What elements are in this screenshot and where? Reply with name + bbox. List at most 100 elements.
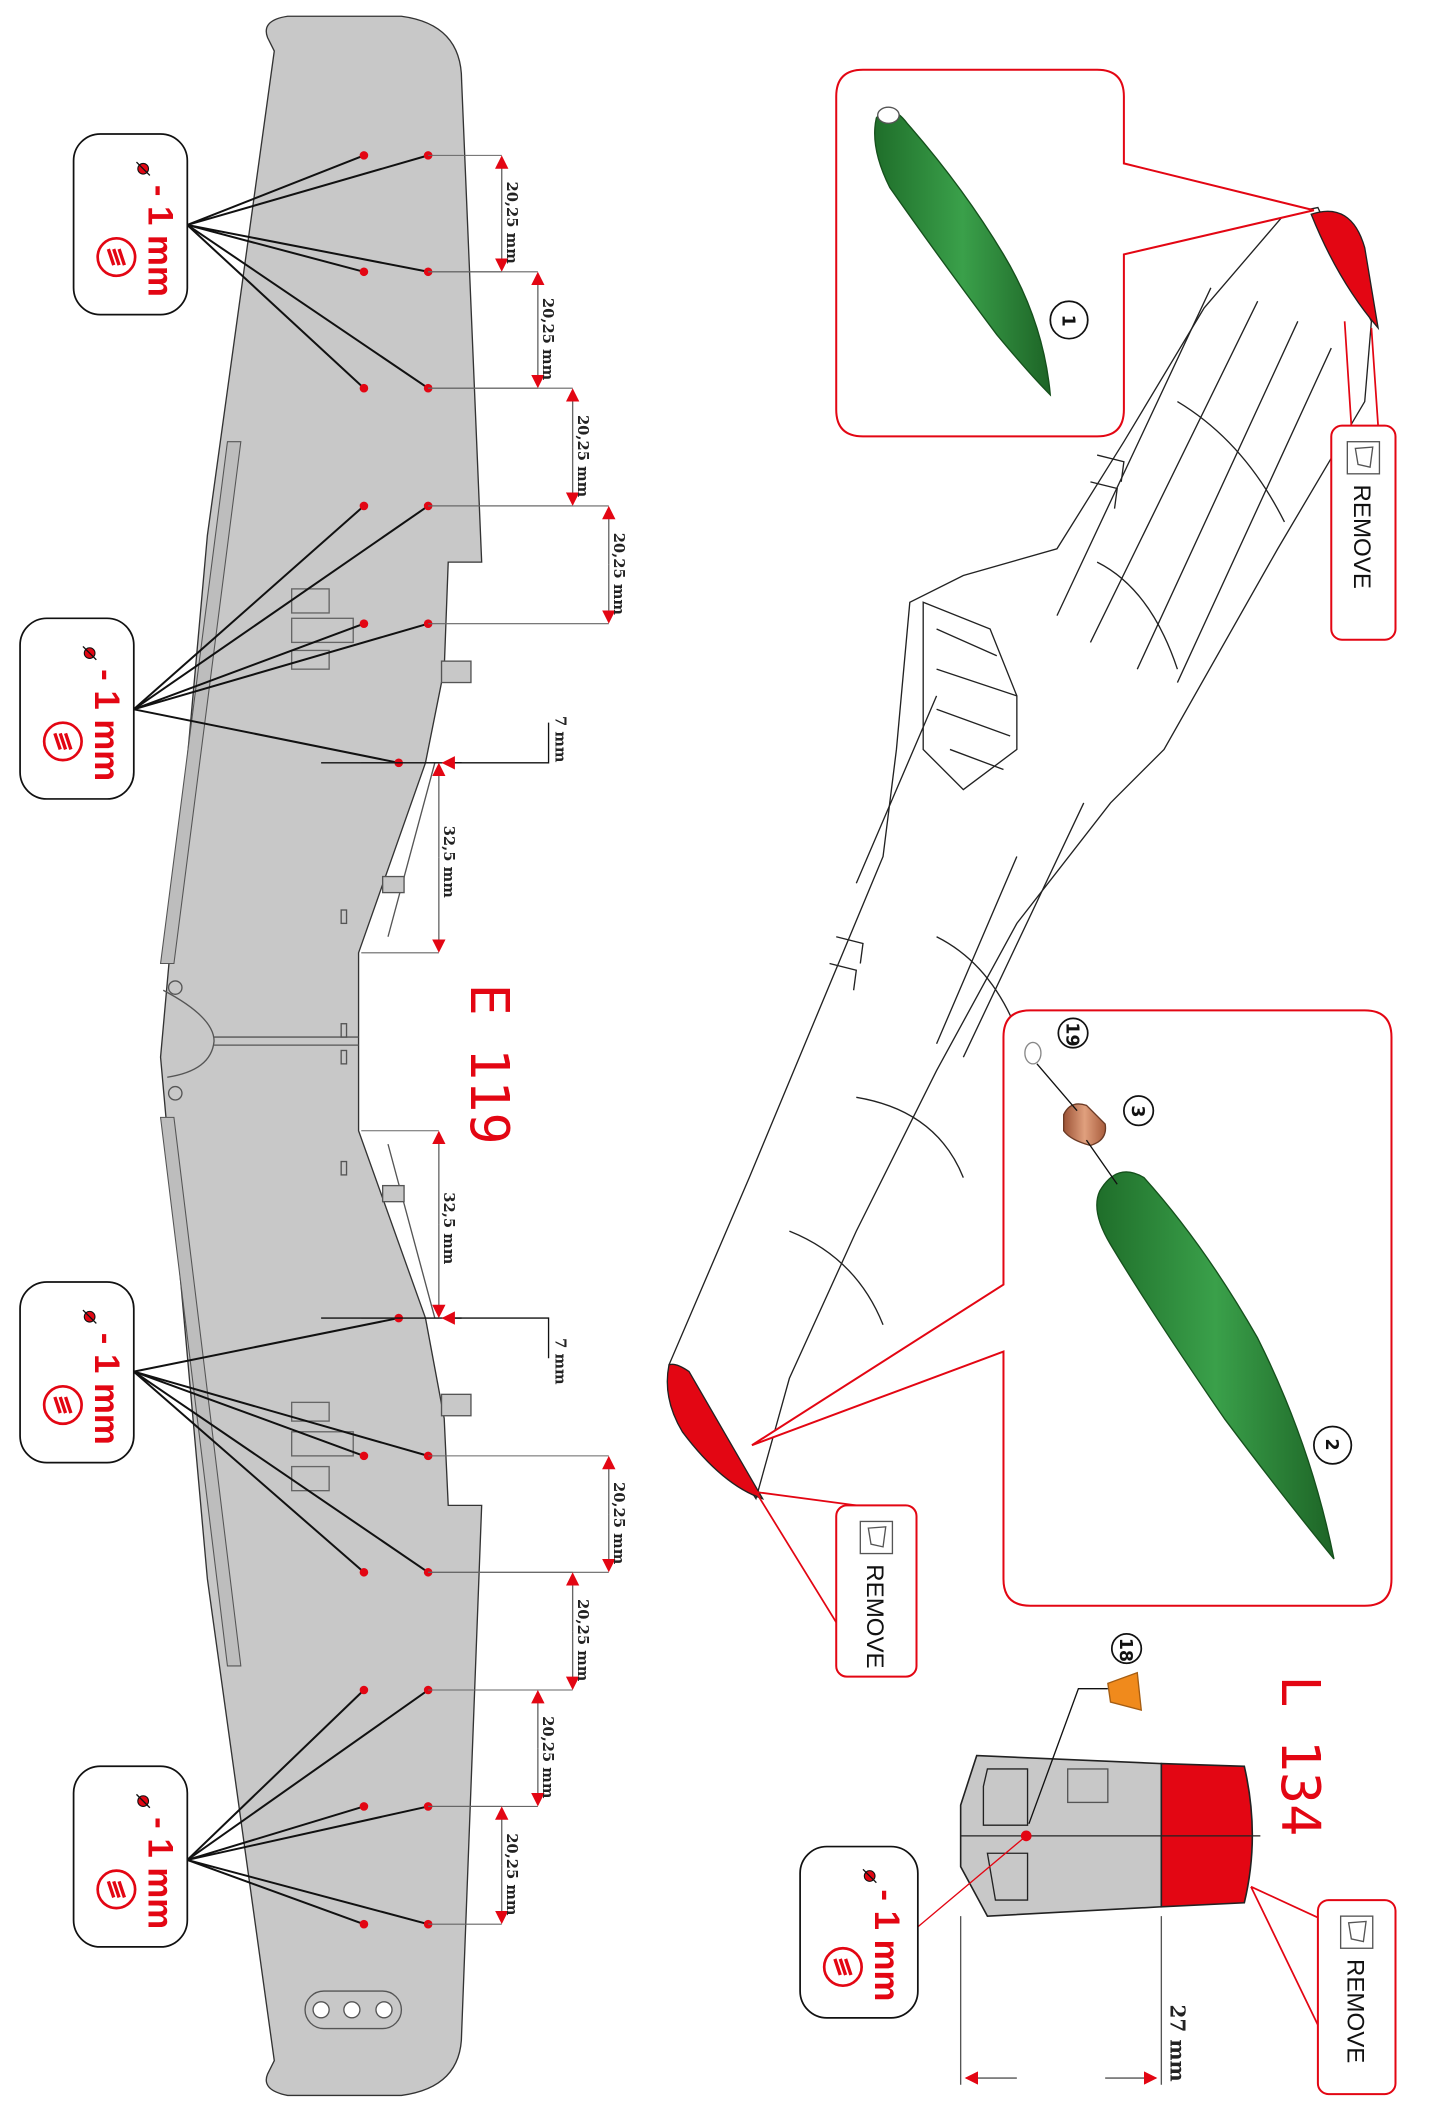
part-number-18: 18 — [1115, 1638, 1135, 1662]
part-number-circle — [1057, 1017, 1089, 1049]
dimension-label: 32,5 mm — [440, 1192, 457, 1264]
wing-tab — [440, 660, 472, 684]
hatched-circle-icon — [42, 1384, 83, 1426]
drill-point — [359, 1802, 369, 1811]
leader-line — [1028, 1688, 1108, 1825]
intake — [829, 454, 1125, 991]
leader-line — [133, 505, 429, 711]
cut-icon — [1346, 441, 1381, 475]
remove-frame — [835, 1504, 918, 1678]
part-number-circle — [1313, 1425, 1353, 1465]
center-fairing — [162, 989, 215, 1078]
leader-line — [133, 505, 365, 711]
drill-point — [423, 1919, 433, 1929]
tip-tank-1 — [874, 109, 1052, 397]
drill-callout: - 1 mm — [19, 1281, 135, 1464]
dimension-label: 20,25 mm — [503, 1833, 520, 1916]
hatch — [106, 248, 127, 266]
leader-line — [133, 1370, 365, 1574]
drill-point — [423, 267, 433, 277]
offset-line — [321, 722, 550, 764]
leader-line — [186, 154, 365, 226]
drill-callout: - 1 mm — [19, 617, 135, 800]
cut-icon — [859, 1520, 894, 1555]
cut-icon-shape — [1347, 1920, 1367, 1943]
tank-nose-light — [877, 106, 900, 124]
hatched-circle-icon — [96, 236, 137, 278]
fuselage-line — [855, 287, 1332, 1058]
cone-part — [1063, 1103, 1107, 1147]
tail-part-l134: 18 27 mm L 134 — [917, 1632, 1332, 2085]
wing-slot — [340, 1023, 348, 1038]
drill-point — [423, 151, 433, 160]
remove-leader — [1343, 321, 1379, 426]
center-bolt — [167, 1085, 183, 1101]
assembly-arrow — [1036, 1063, 1118, 1185]
wing-outline — [159, 15, 483, 2097]
hatch — [53, 732, 73, 750]
part-number-2: 2 — [1321, 1438, 1341, 1450]
light-hole — [312, 2001, 330, 2019]
part-number-19: 19 — [1061, 1022, 1081, 1046]
callout-text: - 1 mm — [867, 1889, 905, 2001]
part-number-circle — [1049, 300, 1089, 340]
part-code-l134: L 134 — [1269, 1675, 1332, 1836]
wing-tab — [381, 1184, 405, 1203]
tail-panel — [982, 1768, 1029, 1901]
wing-tab — [381, 875, 405, 894]
remove-frame — [1330, 424, 1397, 641]
dimension-label: 20,25 mm — [574, 415, 591, 498]
dimension-label: 20,25 mm — [610, 533, 627, 616]
leader-line — [917, 1835, 1027, 1928]
remove-text: REMOVE — [1348, 485, 1375, 589]
drill-point — [359, 1685, 369, 1695]
part-number-1: 1 — [1057, 315, 1077, 327]
drill-point — [359, 1568, 369, 1577]
hatch — [53, 1396, 73, 1414]
leader-line — [187, 154, 429, 226]
drill-point — [359, 1919, 369, 1929]
dimension-label: 20,25 mm — [539, 298, 556, 381]
leader-line — [133, 1317, 399, 1373]
cut-icon — [1339, 1915, 1374, 1949]
cockpit-detail — [936, 628, 1018, 771]
hatch — [833, 1958, 853, 1976]
drill-callout-tail: - 1 mm — [799, 1845, 919, 2019]
leader-line — [186, 1689, 429, 1861]
drill-point — [423, 1802, 433, 1811]
callout-text: - 1 mm — [87, 1333, 125, 1445]
part-code-e119: E 119 — [458, 984, 521, 1145]
hatched-circle-icon — [822, 1946, 863, 1988]
drill-icon-stroke — [862, 1868, 877, 1884]
wing-panel — [291, 617, 354, 644]
tail-panel-small — [1067, 1768, 1109, 1804]
dimension-27mm: 27 mm — [1166, 2004, 1190, 2081]
leader-line — [133, 1370, 429, 1574]
center-seam — [214, 1036, 359, 1046]
remove-label: REMOVE — [1316, 1899, 1397, 2096]
wing-panel — [291, 1431, 354, 1457]
hatched-circle-icon — [42, 721, 83, 762]
detail-box-frame — [835, 68, 1315, 438]
wing-panel — [291, 649, 330, 670]
callout-text: - 1 mm — [141, 1817, 179, 1929]
cut-icon-shape — [867, 1526, 887, 1548]
leader-line — [133, 622, 365, 711]
drill-callout: - 1 mm — [72, 1765, 189, 1948]
leader-line — [133, 1370, 429, 1457]
dimension-label: 32,5 mm — [440, 826, 457, 898]
wing-panel — [291, 1401, 330, 1422]
drill-point — [359, 267, 369, 277]
dimension-line — [959, 1916, 1163, 2085]
remove-label: REMOVE — [1330, 424, 1397, 641]
aileron-line — [387, 762, 436, 937]
cockpit — [922, 601, 1018, 791]
dimension-label: 20,25 mm — [610, 1482, 627, 1565]
leader-line — [186, 1689, 365, 1861]
wingtip-remove-top — [1310, 210, 1380, 331]
part-number-3: 3 — [1127, 1105, 1147, 1117]
center-bolt — [167, 980, 183, 995]
drill-point — [423, 383, 433, 393]
leader-line — [133, 708, 399, 764]
